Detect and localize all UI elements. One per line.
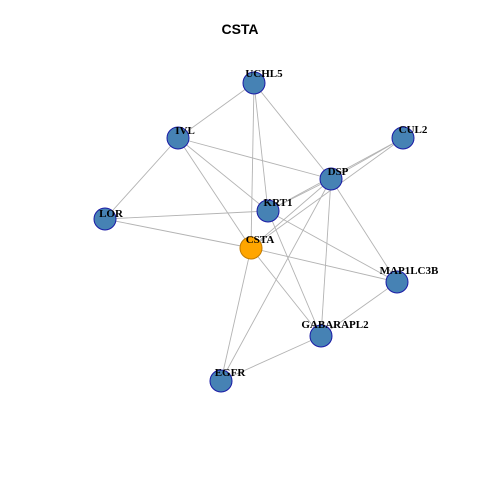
node-egfr: [209, 369, 233, 393]
edge-dsp-csta: [250, 178, 332, 249]
edge-ivl-krt1: [177, 137, 269, 212]
node-label-ivl: IVL: [175, 125, 195, 137]
edge-map1lc3b-gabarapl2: [320, 281, 398, 337]
edge-gabarapl2-egfr: [220, 335, 322, 382]
edge-lor-csta: [104, 218, 252, 249]
edge-dsp-map1lc3b: [330, 178, 398, 283]
node-label-csta: CSTA: [246, 234, 275, 246]
edge-krt1-map1lc3b: [267, 210, 398, 283]
edge-ivl-dsp: [177, 137, 332, 180]
node-ivl: [166, 126, 190, 150]
edge-ivl-lor: [104, 137, 179, 220]
graph-title: CSTA: [221, 21, 259, 37]
node-label-map1lc3b: MAP1LC3B: [380, 265, 439, 277]
node-map1lc3b: [385, 270, 409, 294]
node-label-lor: LOR: [99, 208, 124, 220]
node-lor: [93, 207, 117, 231]
node-dsp: [319, 167, 343, 191]
edge-krt1-gabarapl2: [267, 210, 322, 337]
node-label-egfr: EGFR: [215, 367, 247, 379]
edge-dsp-gabarapl2: [320, 178, 332, 337]
edge-uchl5-csta: [250, 82, 255, 249]
edge-csta-egfr: [220, 247, 252, 382]
edge-csta-map1lc3b: [250, 247, 398, 283]
node-gabarapl2: [309, 324, 333, 348]
nodes-layer: [93, 71, 415, 393]
edge-uchl5-krt1: [253, 82, 269, 212]
edge-csta-gabarapl2: [250, 247, 322, 337]
edge-lor-krt1: [104, 210, 269, 220]
edge-ivl-csta: [177, 137, 252, 249]
node-csta: [239, 236, 263, 260]
node-krt1: [256, 199, 280, 223]
edge-uchl5-ivl: [177, 82, 255, 139]
edges-layer: [104, 82, 404, 382]
node-label-gabarapl2: GABARAPL2: [301, 319, 369, 331]
edge-uchl5-dsp: [253, 82, 332, 180]
edge-dsp-krt1: [267, 178, 332, 212]
node-cul2: [391, 126, 415, 150]
node-label-cul2: CUL2: [399, 124, 428, 136]
edge-cul2-csta: [250, 137, 404, 249]
node-label-uchl5: UCHL5: [245, 68, 283, 80]
node-label-krt1: KRT1: [264, 197, 293, 209]
node-uchl5: [242, 71, 266, 95]
node-label-dsp: DSP: [328, 166, 349, 178]
